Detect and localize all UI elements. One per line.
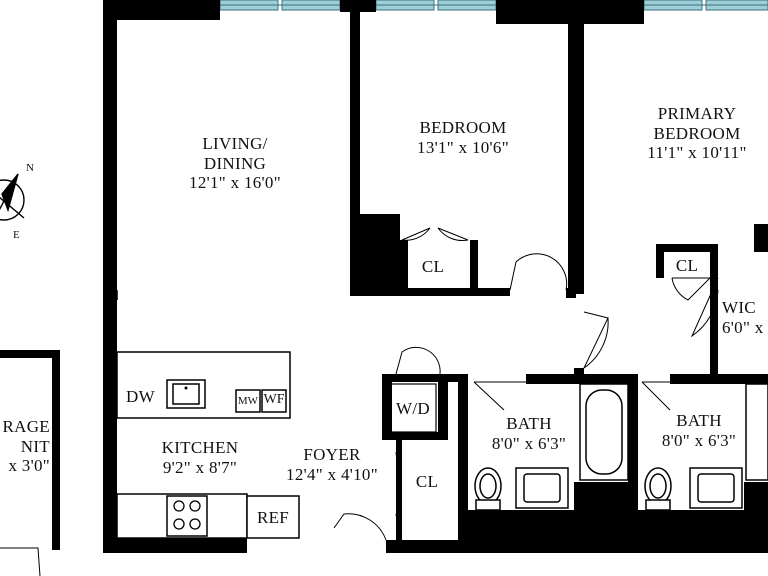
stove-burners bbox=[173, 500, 201, 530]
room-name: LIVING/ bbox=[202, 134, 268, 153]
room-bath-2: BATH 8'0" x 6'3" bbox=[646, 411, 752, 450]
room-dimensions: 12'1" x 16'0" bbox=[189, 173, 281, 193]
sink-faucet bbox=[184, 386, 188, 390]
room-bath-1: BATH 8'0" x 6'3" bbox=[476, 414, 582, 453]
room-wic: WIC 6'0" x bbox=[722, 298, 764, 337]
room-name: BATH bbox=[506, 414, 552, 433]
room-dimensions: 12'4" x 4'10" bbox=[286, 464, 378, 484]
refrigerator-label: REF bbox=[256, 508, 290, 527]
walls bbox=[0, 0, 768, 553]
room-dimensions: 6'0" x bbox=[722, 317, 764, 337]
room-name: BATH bbox=[676, 411, 722, 430]
room-name: KITCHEN bbox=[161, 438, 239, 457]
room-dimensions: 13'1" x 10'6" bbox=[417, 137, 509, 157]
room-bedroom: BEDROOM 13'1" x 10'6" bbox=[378, 118, 548, 157]
wine-fridge-label: WF bbox=[263, 392, 285, 407]
room-dimensions: 11'1" x 10'11" bbox=[647, 143, 747, 163]
room-dimensions: 8'0" x 6'3" bbox=[491, 433, 567, 453]
room-name: WIC bbox=[722, 298, 756, 317]
room-dimensions: 8'0" x 6'3" bbox=[661, 430, 737, 450]
room-primary-bedroom: PRIMARY BEDROOM 11'1" x 10'11" bbox=[612, 104, 768, 163]
closet-label-foyer: CL bbox=[415, 472, 439, 491]
dishwasher-label: DW bbox=[126, 387, 155, 406]
doors bbox=[0, 227, 719, 576]
room-storage: RAGE NIT x 3'0" bbox=[0, 417, 50, 476]
room-kitchen: KITCHEN 9'2" x 8'7" bbox=[130, 438, 270, 477]
room-name: FOYER bbox=[303, 445, 361, 464]
room-name: RAGE bbox=[2, 417, 50, 436]
wall-lines bbox=[116, 290, 444, 437]
microwave-label: MW bbox=[237, 395, 259, 407]
compass-north: N bbox=[26, 162, 34, 174]
room-dimensions: 9'2" x 8'7" bbox=[162, 457, 238, 477]
washer-dryer-label: W/D bbox=[396, 399, 430, 418]
room-name: BEDROOM bbox=[653, 123, 741, 143]
closet-label-primary: CL bbox=[675, 256, 699, 275]
compass-icon bbox=[0, 173, 25, 221]
bath-fixtures bbox=[474, 383, 768, 511]
room-name: NIT bbox=[20, 436, 50, 456]
room-name: DINING bbox=[203, 153, 267, 173]
kitchen-counters bbox=[116, 351, 300, 539]
room-dimensions: x 3'0" bbox=[8, 456, 50, 476]
room-foyer: FOYER 12'4" x 4'10" bbox=[270, 445, 394, 484]
compass-east: E bbox=[13, 229, 20, 241]
room-living: LIVING/ DINING 12'1" x 16'0" bbox=[150, 134, 320, 193]
closet-label-bedroom: CL bbox=[421, 257, 445, 276]
room-name: PRIMARY bbox=[657, 104, 737, 123]
room-name: BEDROOM bbox=[419, 118, 507, 137]
